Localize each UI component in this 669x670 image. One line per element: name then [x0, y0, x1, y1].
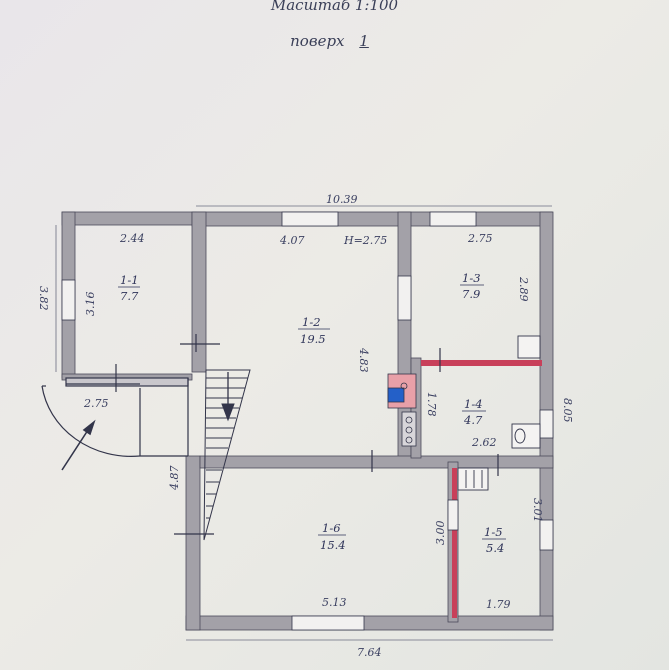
- room-1-3-id: 1-3: [462, 271, 481, 285]
- window-r13: [429, 211, 477, 227]
- floor-number: 1: [359, 32, 369, 50]
- room-1-4-area: 4.7: [463, 413, 483, 427]
- wall-bottom: [185, 615, 554, 631]
- dim-r11-left: 3.82: [37, 286, 50, 311]
- dim-r14-width: 2.62: [471, 436, 497, 449]
- room-1-2-id: 1-2: [302, 315, 321, 329]
- porch-arc: [41, 385, 141, 457]
- sink-icon: [517, 335, 541, 359]
- window-r12: [281, 211, 339, 227]
- dim-r11-inner: 3.16: [84, 292, 97, 317]
- fixtures: [457, 335, 541, 491]
- window-r14: [539, 409, 554, 439]
- dim-r13-height: 2.89: [517, 276, 530, 302]
- dim-left-lower: 4.87: [168, 466, 181, 492]
- dim-r12-top: 4.07: [279, 234, 305, 247]
- dim-r16-height: 3.00: [434, 521, 447, 546]
- wall-r12-left: [191, 211, 207, 373]
- dim-r14-height: 1.78: [425, 392, 438, 417]
- window-r11: [61, 279, 76, 321]
- wall-middle: [199, 455, 554, 469]
- room-1-2: 1-2 19.5: [298, 315, 330, 346]
- entry-arrow-icon: [61, 419, 96, 471]
- room-1-1-area: 7.7: [120, 289, 139, 303]
- partition-r15: [452, 468, 457, 618]
- room-1-1-id: 1-1: [120, 273, 139, 287]
- dim-overall-top: 10.39: [326, 193, 358, 206]
- dim-overall-bottom: 7.64: [357, 646, 382, 659]
- floor-prefix: поверх: [290, 32, 345, 50]
- ceiling-height: H=2.75: [343, 234, 387, 247]
- stove: [387, 373, 417, 447]
- room-1-6-area: 15.4: [320, 538, 346, 552]
- dim-r12-height: 4.83: [357, 347, 370, 373]
- heater-icon: [457, 467, 489, 491]
- wall-r16-left: [185, 455, 201, 631]
- room-1-6: 1-6 15.4: [318, 521, 346, 552]
- window-r16: [291, 615, 365, 631]
- dim-r15-height: 3.01: [531, 498, 544, 523]
- wall-r11-top: [61, 211, 197, 226]
- dimension-lines: [55, 205, 553, 641]
- dim-right-total: 8.05: [561, 398, 574, 423]
- room-1-3: 1-3 7.9: [460, 271, 484, 301]
- toilet-icon: [511, 423, 541, 449]
- room-1-3-area: 7.9: [462, 287, 480, 301]
- dim-r15-width: 1.79: [486, 598, 511, 611]
- dim-r13-top: 2.75: [467, 232, 493, 245]
- room-1-5: 1-5 5.4: [482, 525, 506, 555]
- floor-label: поверх 1: [0, 32, 669, 50]
- room-1-4: 1-4 4.7: [462, 397, 486, 427]
- windows: [61, 211, 554, 631]
- staircase: [203, 369, 251, 541]
- room-1-5-area: 5.4: [486, 541, 504, 555]
- stair-arrow-icon: [221, 403, 235, 422]
- door-marks: [115, 334, 499, 535]
- porch: [41, 377, 189, 457]
- door-r12-r13: [397, 275, 412, 321]
- wall-top: [191, 211, 553, 227]
- plan-scale-title: Масштаб 1:100: [270, 0, 399, 14]
- dim-porch-width: 2.75: [83, 397, 109, 410]
- room-1-2-area: 19.5: [300, 332, 326, 346]
- room-1-1: 1-1 7.7: [118, 273, 140, 303]
- dim-r11-top: 2.44: [119, 232, 145, 245]
- room-1-5-id: 1-5: [484, 525, 503, 539]
- room-1-4-id: 1-4: [464, 397, 483, 411]
- partition-r13-r14: [421, 360, 542, 366]
- room-1-6-id: 1-6: [322, 521, 341, 535]
- window-r15: [539, 519, 554, 551]
- door-r15: [447, 499, 459, 531]
- stove-blue-icon: [387, 387, 405, 403]
- dim-r16-width: 5.13: [322, 596, 347, 609]
